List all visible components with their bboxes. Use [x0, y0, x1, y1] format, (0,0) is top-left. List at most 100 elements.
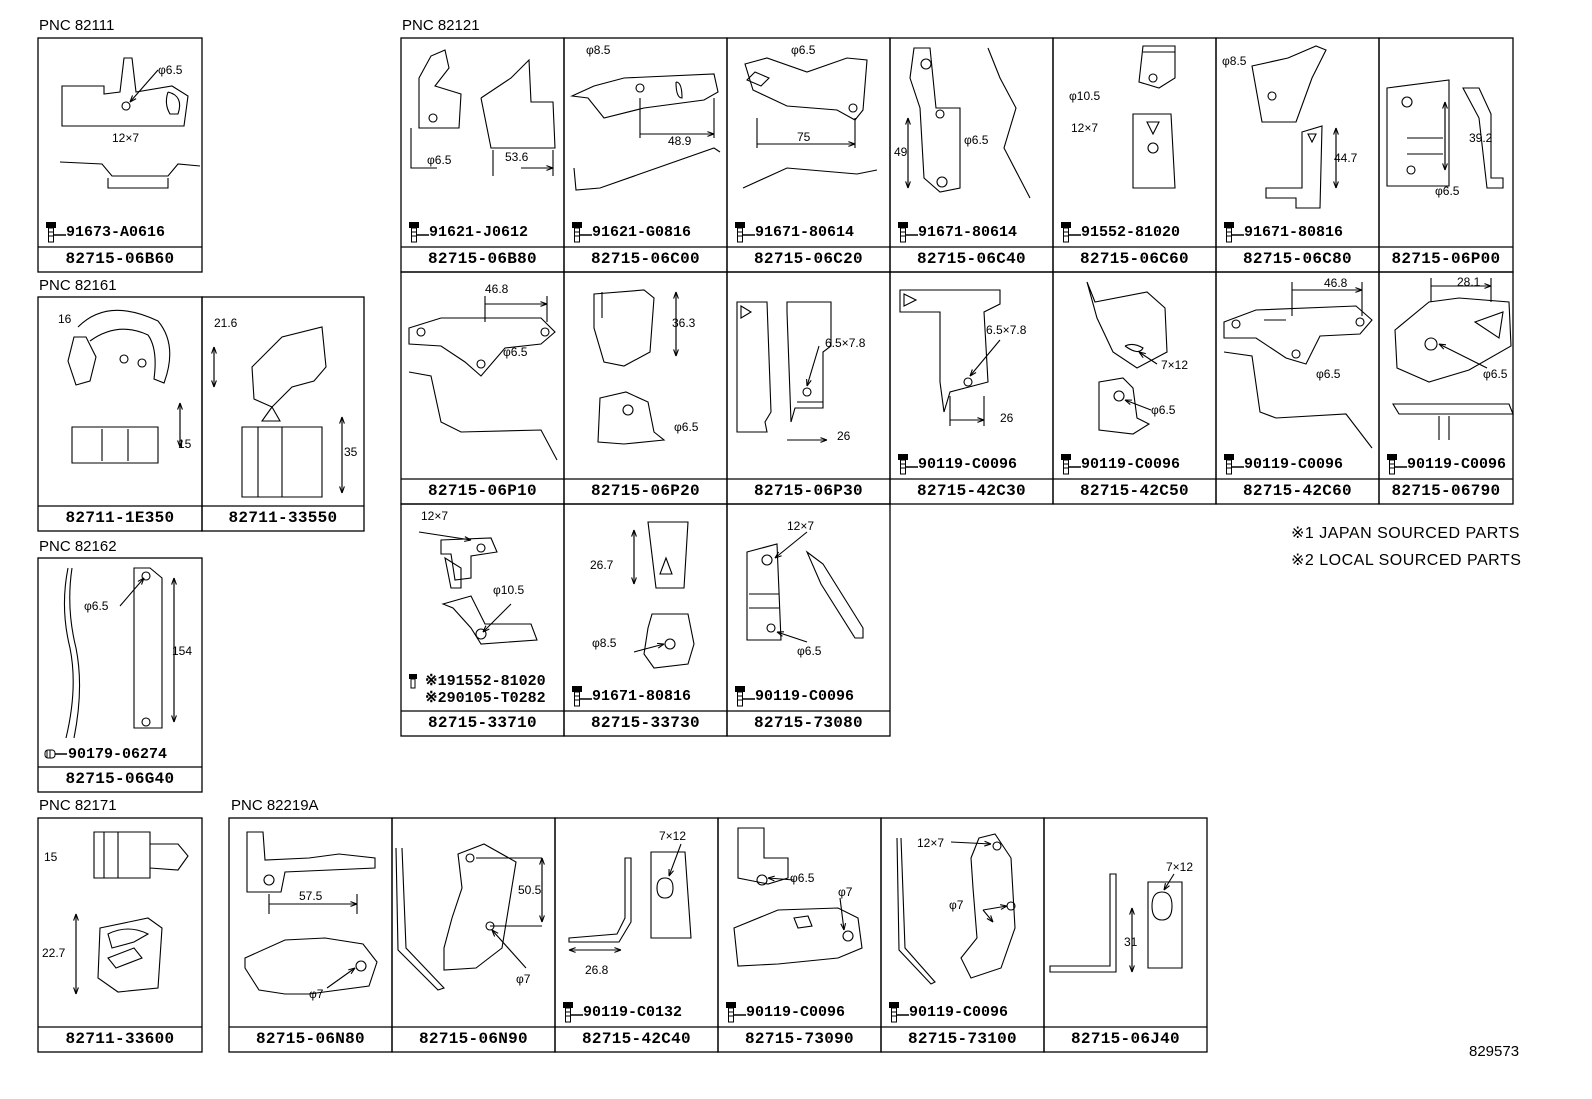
fastener-callout: 90119-C0096 — [1059, 453, 1180, 475]
dimension-label: φ6.5 — [84, 599, 109, 613]
dimension-label: 6.5×7.8 — [986, 323, 1027, 337]
part-number: 82715-06B80 — [428, 250, 537, 268]
cell-frame — [37, 817, 203, 1053]
part-sketches — [59, 45, 1514, 995]
bolt-icon — [1387, 454, 1407, 475]
part-number: 82715-42C30 — [917, 482, 1026, 500]
dimension-label: φ6.5 — [1435, 184, 1460, 198]
pnc-label: PNC 82111 — [39, 17, 115, 34]
dimension-label: 46.8 — [485, 282, 509, 296]
part-number: 82715-06C40 — [917, 250, 1026, 268]
dimension-label: φ8.5 — [1222, 54, 1247, 68]
dimension-label: 31 — [1124, 935, 1138, 949]
part-number: 82715-42C60 — [1243, 482, 1352, 500]
cell-frame — [1378, 271, 1514, 505]
bracket-sketch — [1132, 45, 1176, 189]
pnc-label: PNC 82162 — [39, 538, 117, 555]
dimension-label: 22.7 — [42, 946, 66, 960]
dimension-label: φ6.5 — [791, 43, 816, 57]
dimension-label: 12×7 — [787, 519, 815, 533]
dimension-label: 75 — [797, 130, 811, 144]
dimension-label: 53.6 — [505, 150, 529, 164]
bolt-icon — [1224, 454, 1244, 475]
part-number: 82715-73100 — [908, 1030, 1017, 1048]
part-number: 82715-06P10 — [428, 482, 537, 500]
fastener-callout: 91671-80816 — [1222, 221, 1343, 243]
dimension-label: 154 — [172, 644, 193, 658]
dimension-label: 49 — [894, 145, 908, 159]
bracket-sketch — [59, 57, 201, 189]
fastener-callout: 91552-81020 — [1059, 221, 1180, 243]
bracket-sketch — [410, 49, 556, 176]
bracket-sketch — [1049, 873, 1183, 973]
fastener-number: ※290105-T0282 — [425, 690, 546, 707]
bolt-icon — [1224, 222, 1244, 243]
fastener-callout: 91673-A0616 — [44, 221, 165, 243]
part-number: 82715-06C20 — [754, 250, 863, 268]
dimension-label: 48.9 — [668, 134, 692, 148]
dimension-label: 26 — [837, 429, 851, 443]
cell-frames — [37, 37, 1514, 1053]
fastener-callout: 90119-C0096 — [733, 685, 854, 707]
part-number: 82711-33550 — [228, 509, 338, 527]
dimension-label: 21.6 — [214, 316, 238, 330]
pnc-label: PNC 82171 — [39, 797, 117, 814]
bracket-sketch — [395, 843, 545, 991]
bolt-icon — [1061, 222, 1081, 243]
part-number: 82715-33730 — [591, 714, 700, 732]
part-number: 82715-06P30 — [754, 482, 863, 500]
part-number: 82715-06B60 — [65, 250, 175, 268]
bracket-sketch — [742, 57, 878, 189]
fastener-number: 90119-C0096 — [1081, 455, 1181, 473]
fastener-number: 90119-C0096 — [1244, 455, 1344, 473]
bracket-sketch — [899, 289, 1001, 426]
dimension-label: 26 — [1000, 411, 1014, 425]
dimension-label: 12×7 — [421, 509, 449, 523]
part-number: 82715-33710 — [428, 714, 537, 732]
bolt-icon — [409, 222, 429, 243]
dimension-label: φ7 — [309, 987, 324, 1001]
fastener-callout: 90119-C0132 — [561, 1001, 682, 1023]
bracket-sketch — [63, 567, 177, 739]
fastener-callout: 90119-C0096 — [724, 1001, 845, 1023]
part-number: 82715-06P20 — [591, 482, 700, 500]
dimension-label: 12×7 — [112, 131, 140, 145]
bolt-icon — [735, 686, 755, 707]
fastener-callout: 90119-C0096 — [887, 1001, 1008, 1023]
dimension-label: 15 — [44, 850, 58, 864]
part-number: 82715-06J40 — [1071, 1030, 1180, 1048]
bolt-icon — [735, 222, 755, 243]
dimension-label: φ6.5 — [1483, 367, 1508, 381]
dimension-label: 12×7 — [1071, 121, 1099, 135]
fastener-callout: 91671-80614 — [896, 221, 1017, 243]
part-number: 82715-06N80 — [256, 1030, 365, 1048]
cell-frame — [1043, 817, 1208, 1053]
dimension-label: φ10.5 — [493, 583, 525, 597]
bolt-icon — [898, 454, 918, 475]
fastener-callout: 91621-J0612 — [407, 221, 528, 243]
bracket-sketch — [73, 831, 189, 995]
fastener-number: ※191552-81020 — [425, 673, 546, 690]
pnc-label: PNC 82121 — [402, 17, 480, 34]
dimension-label: φ7 — [516, 972, 531, 986]
fastener-number: 91671-80816 — [1244, 223, 1344, 241]
part-number: 82715-06C00 — [591, 250, 700, 268]
dimension-label: φ6.5 — [1151, 403, 1176, 417]
bolt-icon — [409, 674, 417, 689]
part-number: 82715-73090 — [745, 1030, 854, 1048]
dimension-label: 28.1 — [1457, 275, 1481, 289]
bolt-icon — [563, 1002, 583, 1023]
bracket-sketch — [244, 831, 378, 995]
